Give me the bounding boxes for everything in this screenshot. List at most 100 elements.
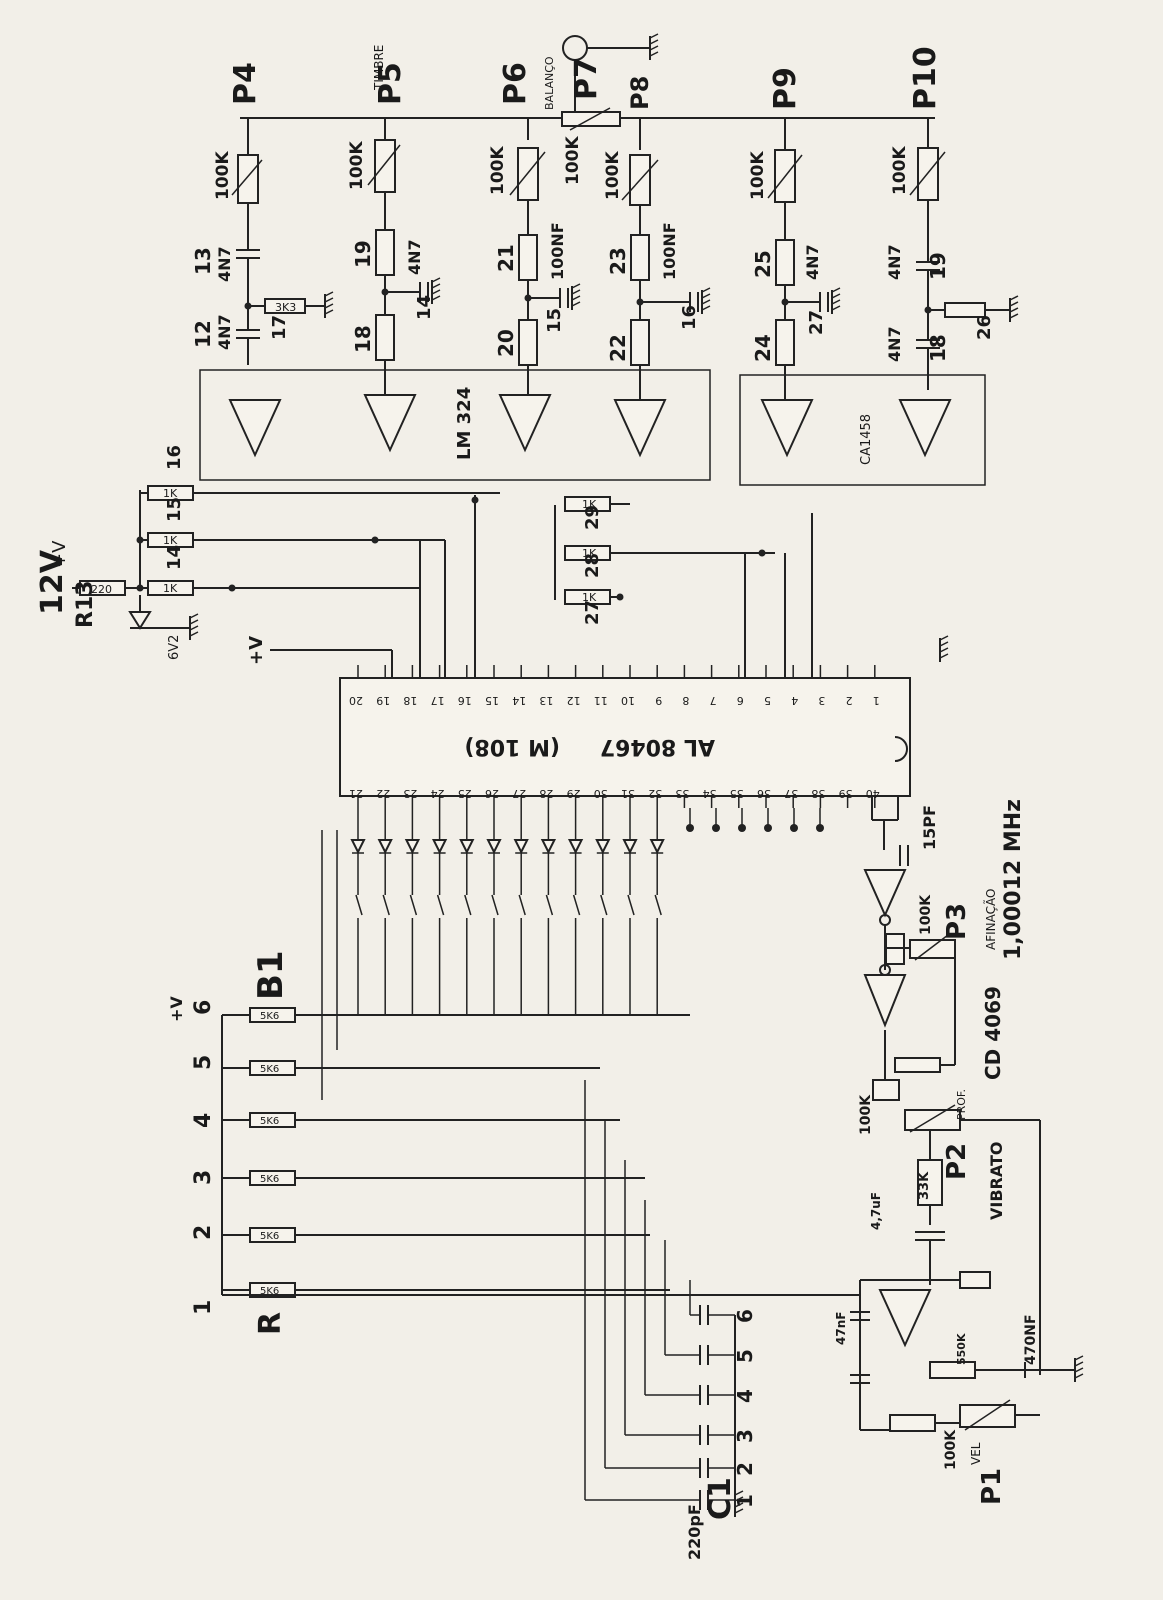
ground-hatch [324, 297, 334, 303]
opamp-lm324-b [363, 394, 417, 453]
ground-hatch [939, 653, 949, 659]
row-pin-dot [738, 824, 746, 832]
ic-pin-bottom-24: 24 [431, 787, 445, 800]
ic-pin-top-2: 2 [846, 694, 853, 707]
bus-resistor-value: 5K6 [260, 1231, 279, 1242]
ic-pin-bottom-40: 40 [866, 787, 880, 800]
key-diode [595, 839, 611, 855]
r33k-label: 33K [917, 1171, 932, 1200]
r-label: R [253, 1312, 288, 1335]
key-diode [567, 839, 584, 855]
ref-27b: 27 [582, 600, 603, 625]
p1-name: VEL [969, 1442, 983, 1465]
opamp-lm324-a [228, 399, 282, 458]
r550k-label: 550K [955, 1333, 968, 1365]
row-pin-dot [790, 824, 798, 832]
key-diode [431, 839, 448, 855]
pot-p7-balance [561, 35, 650, 131]
ca1458-label: CA1458 [859, 414, 874, 465]
supply-plus-label: +V [49, 540, 70, 568]
ref-14b: 14 [164, 545, 185, 570]
ref-20: 20 [494, 329, 518, 357]
ref-18: 18 [351, 325, 375, 353]
vcc-label: +V [246, 636, 267, 665]
ic-bus-lines [419, 495, 813, 678]
ref-27: 27 [806, 310, 827, 335]
c4-7uf-label: 4,7uF [869, 1192, 883, 1230]
cap-number-5: 5 [733, 1349, 757, 1363]
key-diode [350, 839, 366, 855]
bus-resistor-value: 5K6 [260, 1286, 279, 1297]
ic-pin-top-11: 11 [594, 694, 608, 707]
ref-16b: 16 [164, 445, 185, 470]
row-pin-dot [764, 824, 772, 832]
ground-hatch [939, 641, 949, 647]
ic-pin-top-3: 3 [818, 694, 825, 707]
bus-number-3: 3 [191, 1170, 216, 1185]
ic-pin-top-6: 6 [737, 694, 744, 707]
cap-number-4: 4 [733, 1389, 757, 1403]
r1k-28: 1K [582, 547, 597, 560]
ic-pin-top-13: 13 [539, 694, 553, 707]
key-diode [459, 839, 475, 855]
ic-pin-top-9: 9 [655, 694, 662, 707]
ground-hatch [649, 39, 659, 45]
ground-hatch [1009, 295, 1019, 301]
ic-pin-top-7: 7 [710, 694, 717, 707]
ref-12: 12 [191, 320, 215, 348]
opamp-lm324-d [613, 399, 667, 458]
p4-label: P4 [228, 62, 263, 105]
zener-diode [128, 595, 190, 630]
ic-pin-top-5: 5 [764, 694, 771, 707]
ground-hatch [701, 299, 711, 305]
ground-hatch [734, 1502, 744, 1508]
ic-pin-top-18: 18 [403, 694, 417, 707]
ground-hatch [701, 305, 711, 311]
c4n7-25: 4N7 [803, 244, 822, 280]
ground-hatch [571, 289, 581, 295]
key-switch [491, 894, 499, 916]
ground-hatch [189, 625, 199, 631]
p10-label: P10 [908, 46, 943, 110]
ground-hatch [431, 295, 441, 301]
inverter-1 [863, 869, 907, 918]
ref-29: 29 [582, 505, 603, 530]
key-switch [382, 894, 390, 916]
ref-28: 28 [582, 553, 603, 578]
ref-22: 22 [606, 334, 630, 362]
ref-16: 16 [679, 305, 700, 330]
vibrato-label: VIBRATO [987, 1141, 1006, 1220]
bus-number-4: 4 [191, 1113, 216, 1128]
r100k-p8: 100K [603, 151, 623, 200]
c4n7-12: 4N7 [215, 314, 234, 350]
key-switch [545, 894, 554, 916]
r1k-14: 1K [163, 582, 178, 595]
ic-pin-bottom-31: 31 [621, 787, 635, 800]
cap-number-3: 3 [733, 1429, 757, 1443]
ground-hatch [939, 647, 949, 653]
ref-15: 15 [544, 308, 565, 333]
ic-pin-bottom-39: 39 [839, 787, 853, 800]
c4n7-19: 4N7 [405, 239, 424, 275]
ground-hatch [831, 293, 841, 299]
bus-number-2: 2 [191, 1225, 216, 1240]
row-pin-dot [712, 824, 720, 832]
ground-hatch [649, 51, 659, 57]
ground-hatch [324, 303, 334, 309]
key-diode [513, 839, 529, 855]
ic-pin-top-20: 20 [349, 694, 363, 707]
ground-hatch [939, 635, 949, 641]
ground-hatch [831, 299, 841, 305]
ground-hatch [701, 287, 711, 293]
key-diode [540, 839, 557, 855]
r100k-p10: 100K [890, 146, 910, 195]
r100k-p4: 100K [213, 151, 233, 200]
key-switch [409, 894, 418, 916]
ground-hatch [189, 619, 199, 625]
ground-hatch [324, 291, 334, 297]
bus-number-1: 1 [191, 1300, 216, 1315]
zener-label: 6V2 [167, 635, 182, 660]
ic-pin-bottom-32: 32 [648, 787, 662, 800]
